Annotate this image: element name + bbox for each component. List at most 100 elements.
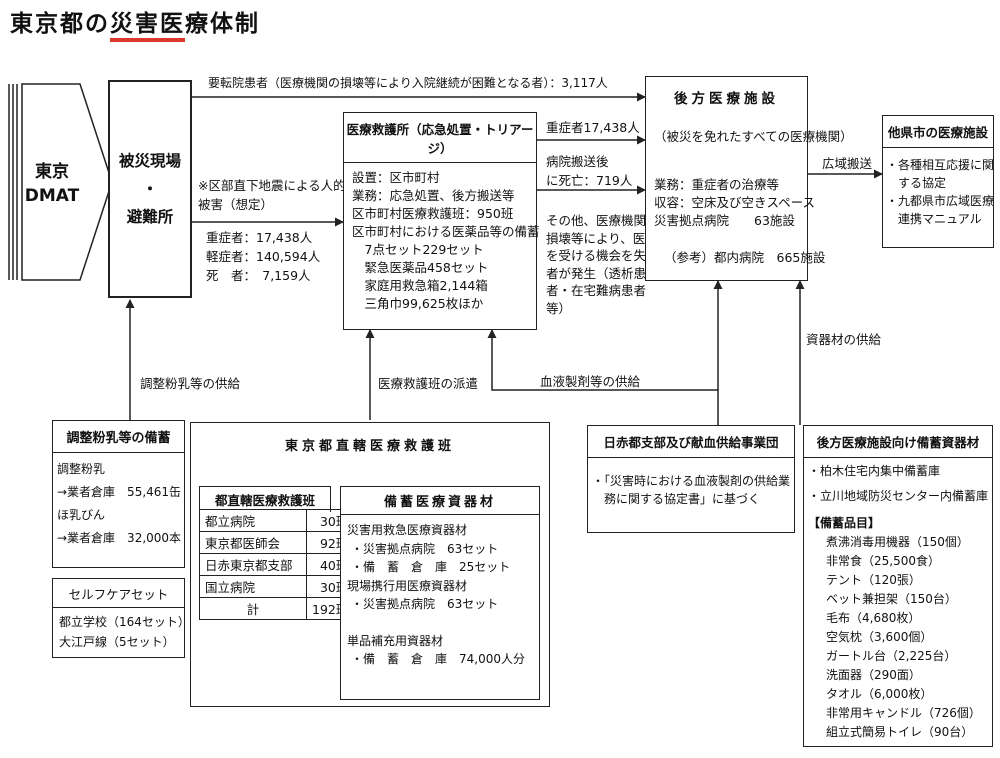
blood-supply-label: 血液製剤等の供給 bbox=[540, 374, 641, 389]
equipment-title: 備蓄医療資器材 bbox=[341, 487, 539, 515]
damage-severe: 重症者：17,438人 bbox=[206, 230, 313, 245]
stockpile-item-10: 非常用キャンドル（726個） bbox=[826, 706, 981, 720]
red-cross-box: 日赤都支部及び献血供給事業団 ・「災害時における血液製剤の供給業 務に関する協定… bbox=[587, 425, 795, 533]
stockpile-item-8: 洗面器（290面） bbox=[826, 668, 921, 682]
wide-area-label: 広域搬送 bbox=[822, 156, 873, 171]
title-prefix: 東京都の bbox=[10, 11, 110, 37]
team-name-3: 日赤東京都支部 bbox=[199, 553, 307, 576]
other-line-4: 者が発生（透析患 bbox=[546, 265, 647, 281]
other-victims-label: その他、医療機関の 損壊等により、医療 を受ける機会を失う 者が発生（透析患 者… bbox=[546, 212, 659, 317]
equip-line-2: ・災害拠点病院 63セット bbox=[351, 541, 499, 556]
stockpile-item-5: 毛布（4,680枚） bbox=[826, 611, 921, 625]
other-pref-title: 他県市の医療施設 bbox=[883, 116, 993, 148]
stockpile-title: 後方医療施設向け備蓄資器材 bbox=[804, 426, 992, 458]
other-pref-line-3: ・九都県市広域医療 bbox=[886, 194, 995, 208]
selfcare-line-2: 大江戸線（5セット） bbox=[59, 635, 175, 649]
other-line-6: 等） bbox=[546, 300, 572, 316]
formula-stock-title: 調整粉乳等の備蓄 bbox=[53, 421, 184, 453]
stockpile-item-4: ベット兼担架（150台） bbox=[826, 592, 957, 606]
stockpile-location-2: ・立川地域防災センター内備蓄庫 bbox=[808, 489, 989, 503]
dispatch-label: 医療救護班の派遣 bbox=[378, 376, 479, 391]
damage-estimate: ※区部直下地震による人的 被害（想定） 重症者：17,438人 軽症者：140,… bbox=[198, 176, 346, 285]
red-cross-title: 日赤都支部及び献血供給事業団 bbox=[588, 426, 794, 458]
stockpile-location-1: ・柏木住宅内集中備蓄庫 bbox=[808, 464, 941, 478]
other-line-2: 損壊等により、医療 bbox=[546, 230, 658, 246]
died-line-2: に死亡：719人 bbox=[546, 173, 633, 188]
disaster-site-dot: ・ bbox=[142, 180, 158, 198]
red-cross-line-2: 務に関する協定書」に基づく bbox=[592, 492, 761, 506]
formula-line-1: 調整粉乳 bbox=[57, 462, 106, 476]
equip-line-1: 災害用救急医療資器材 bbox=[347, 523, 468, 537]
transfer-label: 要転院患者（医療機関の損壊等により入院継続が困難となる者）：3,117人 bbox=[208, 76, 608, 90]
table-row: 国立病院 30班 bbox=[199, 575, 355, 598]
equip-line-4: 現場携行用医療資器材 bbox=[347, 578, 468, 593]
formula-line-3: ほ乳びん bbox=[57, 508, 106, 522]
tokyo-dmat-label: 東京 DMAT bbox=[22, 160, 82, 208]
team-name-1: 都立病院 bbox=[199, 509, 307, 532]
direct-team-title: 東京都直轄医療救護班 bbox=[284, 439, 455, 454]
other-pref-line-2: する協定 bbox=[886, 176, 947, 190]
stockpile-box: 後方医療施設向け備蓄資器材 ・柏木住宅内集中備蓄庫 ・立川地域防災センター内備蓄… bbox=[803, 425, 993, 747]
disaster-site-line1: 被災現場 bbox=[118, 152, 181, 170]
rescue-center-title: 医療救護所（応急処置・トリアージ） bbox=[344, 113, 536, 163]
other-line-1: その他、医療機関の bbox=[546, 213, 659, 228]
team-name-4: 国立病院 bbox=[199, 575, 307, 598]
rescue-center-box: 医療救護所（応急処置・トリアージ） 設置：区市町村 業務：応急処置、後方搬送等 … bbox=[343, 112, 540, 330]
page-title: 東京都の災害医療体制 bbox=[10, 4, 260, 42]
equip-line-3: ・備 蓄 倉 庫 25セット bbox=[351, 560, 511, 574]
team-name-2: 東京都医師会 bbox=[199, 531, 307, 554]
table-row: 東京都医師会 92班 bbox=[199, 531, 355, 554]
selfcare-line-1: 都立学校（164セット） bbox=[59, 615, 190, 629]
stockpile-items-title: 【備蓄品目】 bbox=[808, 516, 881, 530]
team-name-total: 計 bbox=[199, 597, 307, 620]
rescue-line-2: 業務：応急処置、後方搬送等 bbox=[352, 188, 515, 203]
tokyo-dmat-arrow bbox=[8, 83, 113, 281]
equipment-supply-label: 資器材の供給 bbox=[806, 332, 882, 347]
selfcare-box: セルフケアセット 都立学校（164セット） 大江戸線（5セット） bbox=[52, 578, 190, 658]
rear-facility-note: （参考）都内病院 665施設 bbox=[664, 250, 826, 265]
tokyo-dmat-line2: DMAT bbox=[24, 186, 80, 206]
rear-line-1: 業務：重症者の治療等 bbox=[654, 177, 780, 192]
tokyo-dmat-line1: 東京 bbox=[35, 162, 69, 182]
rear-line-3: 災害拠点病院 63施設 bbox=[654, 213, 795, 228]
table-row: 都立病院 30班 bbox=[199, 509, 355, 532]
rescue-line-7: 家庭用救急箱2,144箱 bbox=[352, 278, 488, 293]
damage-heading-1: ※区部直下地震による人的 bbox=[198, 178, 346, 193]
severe-label: 重症者17,438人 bbox=[546, 120, 640, 135]
equip-line-5: ・災害拠点病院 63セット bbox=[351, 597, 499, 611]
stockpile-item-3: テント（120張） bbox=[826, 573, 921, 587]
rear-facility-title: 後方医療施設 bbox=[674, 91, 779, 107]
other-pref-line-1: ・各種相互応援に関 bbox=[886, 158, 995, 172]
rear-facility-subtitle: （被災を免れたすべての医療機関） bbox=[654, 129, 853, 144]
damage-heading-2: 被害（想定） bbox=[198, 197, 274, 212]
red-cross-line-1: ・「災害時における血液製剤の供給業 bbox=[592, 474, 791, 488]
equipment-box: 備蓄医療資器材 災害用救急医療資器材 ・災害拠点病院 63セット ・備 蓄 倉 … bbox=[340, 486, 540, 700]
stockpile-item-11: 組立式簡易トイレ（90台） bbox=[826, 725, 974, 739]
direct-team-table: 都立病院 30班 東京都医師会 92班 日赤東京都支部 40班 国立病院 30班… bbox=[199, 509, 355, 620]
table-row: 計 192班 bbox=[199, 597, 355, 620]
other-line-3: を受ける機会を失う bbox=[546, 248, 659, 263]
formula-line-4: →業者倉庫 32,000本 bbox=[57, 531, 182, 545]
direct-team-table-title: 都直轄医療救護班 bbox=[199, 486, 331, 512]
died-label: 病院搬送後 に死亡：719人 bbox=[546, 152, 632, 190]
other-pref-line-4: 連携マニュアル bbox=[886, 212, 982, 226]
stockpile-item-7: ガートル台（2,225台） bbox=[826, 649, 957, 663]
rescue-line-8: 三角巾99,625枚ほか bbox=[352, 296, 484, 311]
disaster-site-box: 被災現場 ・ 避難所 bbox=[108, 80, 192, 298]
title-underlined: 災害医 bbox=[110, 11, 185, 42]
rear-facility-box: 後方医療施設 （被災を免れたすべての医療機関） 業務：重症者の治療等 収容：空床… bbox=[645, 76, 853, 281]
equip-line-8: ・備 蓄 倉 庫 74,000人分 bbox=[351, 652, 525, 666]
stockpile-item-2: 非常食（25,500食） bbox=[826, 554, 940, 568]
disaster-site-line2: 避難所 bbox=[126, 208, 174, 226]
rescue-line-4: 区市町村における医薬品等の備蓄 bbox=[352, 224, 540, 239]
stockpile-item-1: 煮沸消毒用機器（150個） bbox=[826, 535, 969, 549]
other-line-5: 者・在宅難病患者 bbox=[546, 283, 647, 298]
died-line-1: 病院搬送後 bbox=[546, 154, 609, 169]
rescue-line-1: 設置：区市町村 bbox=[352, 170, 440, 185]
damage-dead: 死 者： 7,159人 bbox=[206, 268, 311, 283]
table-row: 日赤東京都支部 40班 bbox=[199, 553, 355, 576]
title-suffix: 療体制 bbox=[185, 11, 260, 37]
equip-line-7: 単品補充用資器材 bbox=[347, 633, 444, 648]
selfcare-title: セルフケアセット bbox=[53, 579, 184, 608]
rescue-line-3: 区市町村医療救護班：950班 bbox=[352, 206, 514, 221]
